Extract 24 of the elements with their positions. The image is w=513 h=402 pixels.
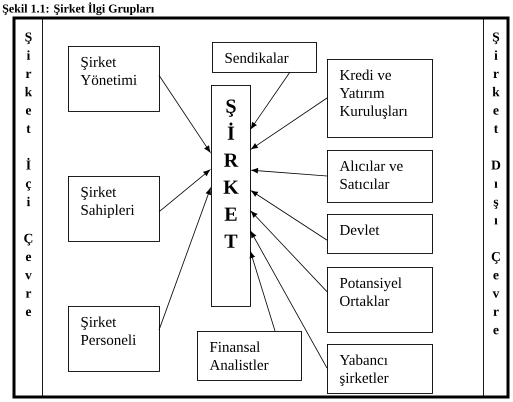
arrow (250, 251, 276, 332)
text-box: Yabancı şirketler (327, 344, 433, 394)
text-box: Finansal Analistler (197, 331, 302, 381)
arrow (158, 74, 210, 153)
vertical-text-box: ŞİRKET (211, 85, 251, 307)
side-panel: Şirket Dışı Çevre (483, 18, 509, 398)
text-box: Sendikalar (212, 42, 317, 73)
arrow (250, 190, 328, 241)
arrow (250, 98, 328, 150)
text-box: Potansiyel Ortaklar (327, 267, 433, 333)
arrow (250, 72, 290, 130)
text-box: Şirket Yönetimi (68, 46, 160, 112)
text-box: Devlet (327, 214, 433, 254)
arrow (250, 210, 328, 292)
arrow (250, 231, 328, 368)
text-box: Alıcılar ve Satıcılar (327, 150, 433, 203)
side-panel: Şirket İçi Çevre (14, 18, 43, 398)
arrow (251, 168, 328, 176)
figure-title: Şekil 1.1: Şirket İlgi Grupları (2, 2, 154, 16)
text-box: Şirket Personeli (68, 306, 160, 372)
text-box: Kredi ve Yatırım Kuruluşları (327, 59, 433, 138)
arrow (158, 170, 210, 212)
arrow (158, 188, 211, 330)
text-box: Şirket Sahipleri (68, 176, 160, 242)
